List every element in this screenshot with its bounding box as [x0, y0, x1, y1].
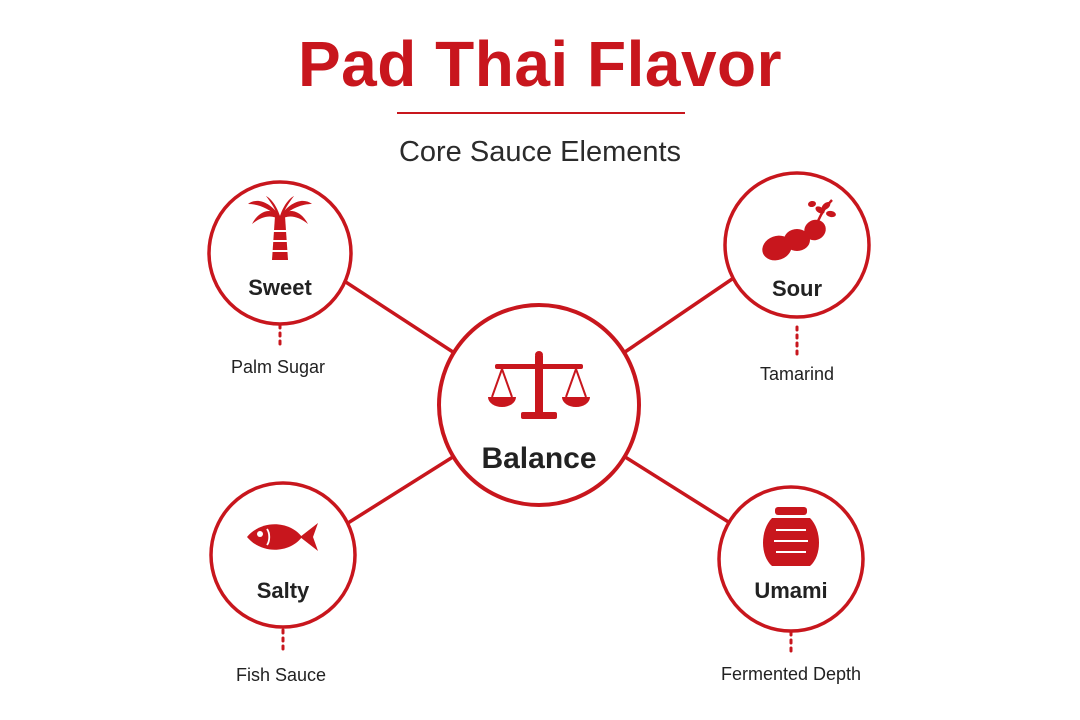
center-label: Balance: [481, 442, 596, 475]
element-label-salty: Salty: [257, 578, 310, 603]
element-circle-salty: [209, 481, 357, 629]
element-node-sweet: Sweet Palm Sugar: [207, 180, 353, 377]
connector-umami: [621, 453, 739, 530]
ingredient-salty: Fish Sauce: [236, 665, 326, 685]
jar-icon: [763, 507, 819, 566]
element-node-salty: Salty Fish Sauce: [209, 481, 357, 685]
ingredient-sour: Tamarind: [760, 364, 834, 384]
title-underline: [397, 112, 685, 114]
connector-sour: [621, 273, 739, 356]
ingredient-umami: Fermented Depth: [721, 664, 861, 684]
element-label-sour: Sour: [772, 276, 823, 301]
ingredient-sweet: Palm Sugar: [231, 357, 325, 377]
element-node-sour: Sour Tamarind: [723, 171, 871, 384]
page-title: Pad Thai Flavor: [297, 28, 783, 100]
connector-sweet: [334, 273, 457, 356]
scales-icon: [488, 351, 590, 419]
page-subtitle: Core Sauce Elements: [398, 136, 682, 168]
element-label-sweet: Sweet: [248, 275, 312, 300]
connector-salty: [339, 453, 457, 530]
fish-icon: [247, 523, 318, 551]
center-node: Balance: [437, 303, 641, 507]
element-label-umami: Umami: [754, 578, 827, 603]
dotted-stems: [278, 323, 799, 656]
tamarind-icon: [762, 199, 836, 261]
element-node-umami: Umami Fermented Depth: [717, 485, 865, 684]
connectors: [334, 273, 739, 530]
palm-tree-icon: [248, 196, 312, 260]
